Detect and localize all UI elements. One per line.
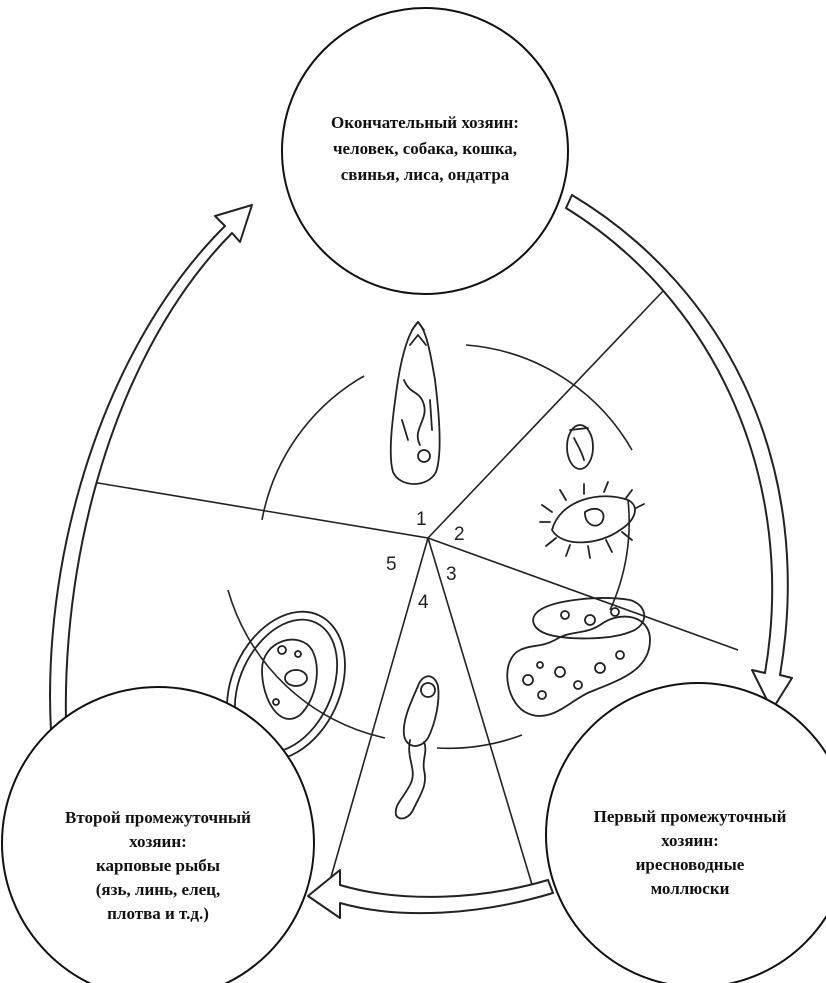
stage-number-2: 2 xyxy=(454,524,465,545)
definitive-host-circle: Окончательный хозяин: человек, собака, к… xyxy=(282,8,568,294)
first-intermediate-host-label-line-1: Первый промежуточный xyxy=(594,807,787,826)
first-intermediate-host-label-line-4: моллюски xyxy=(651,879,730,898)
definitive-host-label-line-3: свинья, лиса, ондатра xyxy=(341,165,510,184)
second-intermediate-host-label-line-5: плотва и т.д.) xyxy=(107,904,209,923)
second-intermediate-host-label-line-1: Второй промежуточный xyxy=(65,808,251,827)
second-intermediate-host-label-line-2: хозяин: xyxy=(129,832,187,851)
egg-drawing xyxy=(567,425,593,469)
definitive-host-label-line-2: человек, собака, кошка, xyxy=(333,139,517,158)
stage-number-1: 1 xyxy=(416,509,427,530)
definitive-host-label-line-1: Окончательный хозяин: xyxy=(331,113,519,132)
stage-number-5: 5 xyxy=(386,554,397,575)
second-intermediate-host-circle: Второй промежуточный хозяин: карповые ры… xyxy=(2,687,314,983)
cercaria-drawing xyxy=(396,676,439,818)
second-intermediate-host-label-line-4: (язь, линь, елец, xyxy=(96,880,220,899)
stage-number-3: 3 xyxy=(446,564,457,585)
arrow-definitive-to-first xyxy=(566,195,792,710)
second-intermediate-host-label-line-3: карповые рыбы xyxy=(96,856,220,875)
sporocyst-drawing xyxy=(507,598,650,716)
adult-fluke-drawing xyxy=(391,322,440,484)
stage-number-4: 4 xyxy=(418,592,429,613)
first-intermediate-host-label-line-3: иресноводные xyxy=(636,855,745,874)
first-intermediate-host-label-line-2: хозяин: xyxy=(661,831,719,850)
first-intermediate-host-circle: Первый промежуточный хозяин: иресноводны… xyxy=(546,683,826,983)
arrow-first-to-second xyxy=(308,870,553,918)
